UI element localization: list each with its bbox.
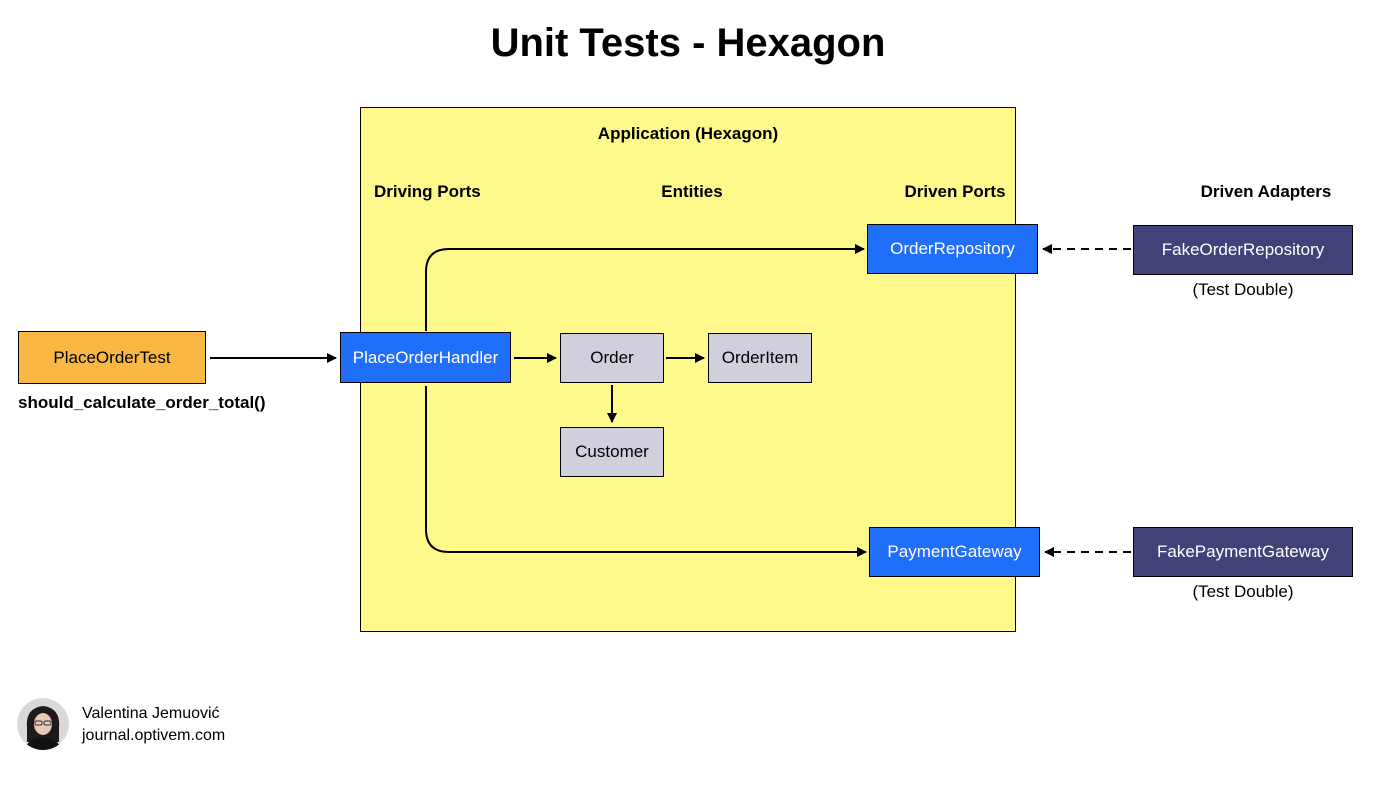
column-heading-driven-ports: Driven Ports [904, 182, 1006, 201]
fake-order-repository-note: (Test Double) [1192, 280, 1294, 299]
hexagon-title: Application (Hexagon) [597, 124, 779, 143]
test-method-label: should_calculate_order_total() [18, 393, 266, 412]
author-name: Valentina Jemuović [82, 705, 220, 722]
fake-order-repository-box: FakeOrderRepository [1133, 225, 1353, 275]
column-heading-entities: Entities [661, 182, 723, 201]
column-heading-driven-adapters: Driven Adapters [1200, 182, 1332, 201]
column-heading-driving-ports: Driving Ports [374, 182, 481, 201]
author-site: journal.optivem.com [82, 727, 226, 744]
order-entity-box: Order [560, 333, 664, 383]
fake-payment-gateway-note: (Test Double) [1192, 582, 1294, 601]
place-order-test-box: PlaceOrderTest [18, 331, 206, 384]
place-order-handler-box: PlaceOrderHandler [340, 332, 511, 383]
payment-gateway-port-box: PaymentGateway [869, 527, 1040, 577]
customer-entity-box: Customer [560, 427, 664, 477]
order-item-entity-box: OrderItem [708, 333, 812, 383]
fake-payment-gateway-box: FakePaymentGateway [1133, 527, 1353, 577]
author-avatar [17, 698, 69, 750]
order-repository-port-box: OrderRepository [867, 224, 1038, 274]
diagram-title: Unit Tests - Hexagon [490, 21, 886, 65]
arrow-handler-to-paymentgateway [425, 386, 867, 557]
arrow-handler-to-orderrepository [425, 244, 865, 331]
